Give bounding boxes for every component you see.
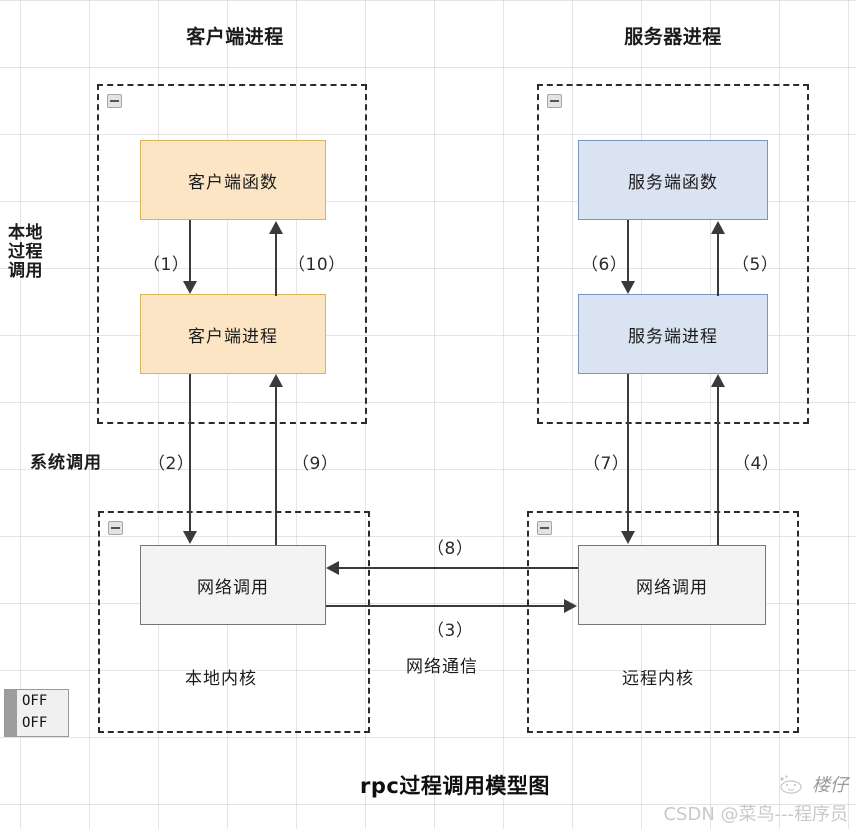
off-status-row-2: OFF — [22, 715, 48, 731]
zone-label-remote-kernel: 远程内核 — [622, 669, 694, 689]
node-server-function[interactable]: 服务端函数 — [578, 140, 768, 220]
column-title-client: 客户端进程 — [186, 26, 284, 48]
side-label-system-call: 系统调用 — [30, 453, 102, 473]
side-label-local-procedure-call: 本地 过程 调用 — [8, 223, 43, 282]
step-label-3: （3） — [427, 621, 474, 641]
arrow-line-7 — [627, 374, 629, 532]
label-network-communication: 网络通信 — [406, 657, 478, 677]
arrow-head-10 — [269, 221, 283, 234]
cloud-icon — [780, 775, 802, 794]
group-server-process[interactable] — [537, 84, 809, 424]
off-status-row-1: OFF — [22, 693, 48, 710]
off-status-widget[interactable]: OFF OFF — [4, 689, 69, 737]
node-client-function[interactable]: 客户端函数 — [140, 140, 326, 220]
arrow-head-6 — [621, 281, 635, 294]
group-remote-kernel[interactable] — [527, 511, 799, 733]
step-label-7: （7） — [583, 454, 630, 474]
arrow-head-4 — [711, 374, 725, 387]
arrow-line-8 — [339, 567, 578, 569]
node-client-process[interactable]: 客户端进程 — [140, 294, 326, 374]
arrow-line-5 — [717, 234, 719, 296]
column-title-server: 服务器进程 — [624, 26, 722, 48]
watermark-credit: CSDN @菜鸟---程序员 — [663, 804, 848, 825]
collapse-icon-client-process[interactable] — [107, 94, 122, 108]
step-label-1: （1） — [143, 255, 190, 275]
arrow-line-1 — [189, 220, 191, 282]
group-local-kernel[interactable] — [98, 511, 370, 733]
step-label-8: （8） — [427, 539, 474, 559]
collapse-icon-remote-kernel[interactable] — [537, 521, 552, 535]
arrow-line-3 — [326, 605, 565, 607]
arrow-head-7 — [621, 531, 635, 544]
node-local-network-call[interactable]: 网络调用 — [140, 545, 326, 625]
arrow-head-2 — [183, 531, 197, 544]
arrow-head-5 — [711, 221, 725, 234]
arrow-head-8 — [326, 561, 339, 575]
step-label-10: （10） — [288, 255, 346, 275]
step-label-6: （6） — [581, 255, 628, 275]
node-server-process[interactable]: 服务端进程 — [578, 294, 768, 374]
arrow-line-10 — [275, 234, 277, 296]
step-label-2: （2） — [148, 454, 195, 474]
arrow-head-1 — [183, 281, 197, 294]
step-label-4: （4） — [733, 454, 780, 474]
arrow-head-3 — [564, 599, 577, 613]
group-client-process[interactable] — [97, 84, 367, 424]
arrow-line-2 — [189, 374, 191, 532]
diagram-title: rpc过程调用模型图 — [360, 774, 550, 798]
watermark-logo: 楼仔 — [776, 771, 848, 797]
step-label-9: （9） — [292, 454, 339, 474]
arrow-line-9 — [275, 387, 277, 545]
step-label-5: （5） — [732, 255, 779, 275]
watermark-logo-name: 楼仔 — [812, 775, 848, 796]
arrow-head-9 — [269, 374, 283, 387]
collapse-icon-server-process[interactable] — [547, 94, 562, 108]
collapse-icon-local-kernel[interactable] — [108, 521, 123, 535]
arrow-line-4 — [717, 387, 719, 545]
arrow-line-6 — [627, 220, 629, 282]
node-remote-network-call[interactable]: 网络调用 — [578, 545, 766, 625]
zone-label-local-kernel: 本地内核 — [185, 669, 257, 689]
